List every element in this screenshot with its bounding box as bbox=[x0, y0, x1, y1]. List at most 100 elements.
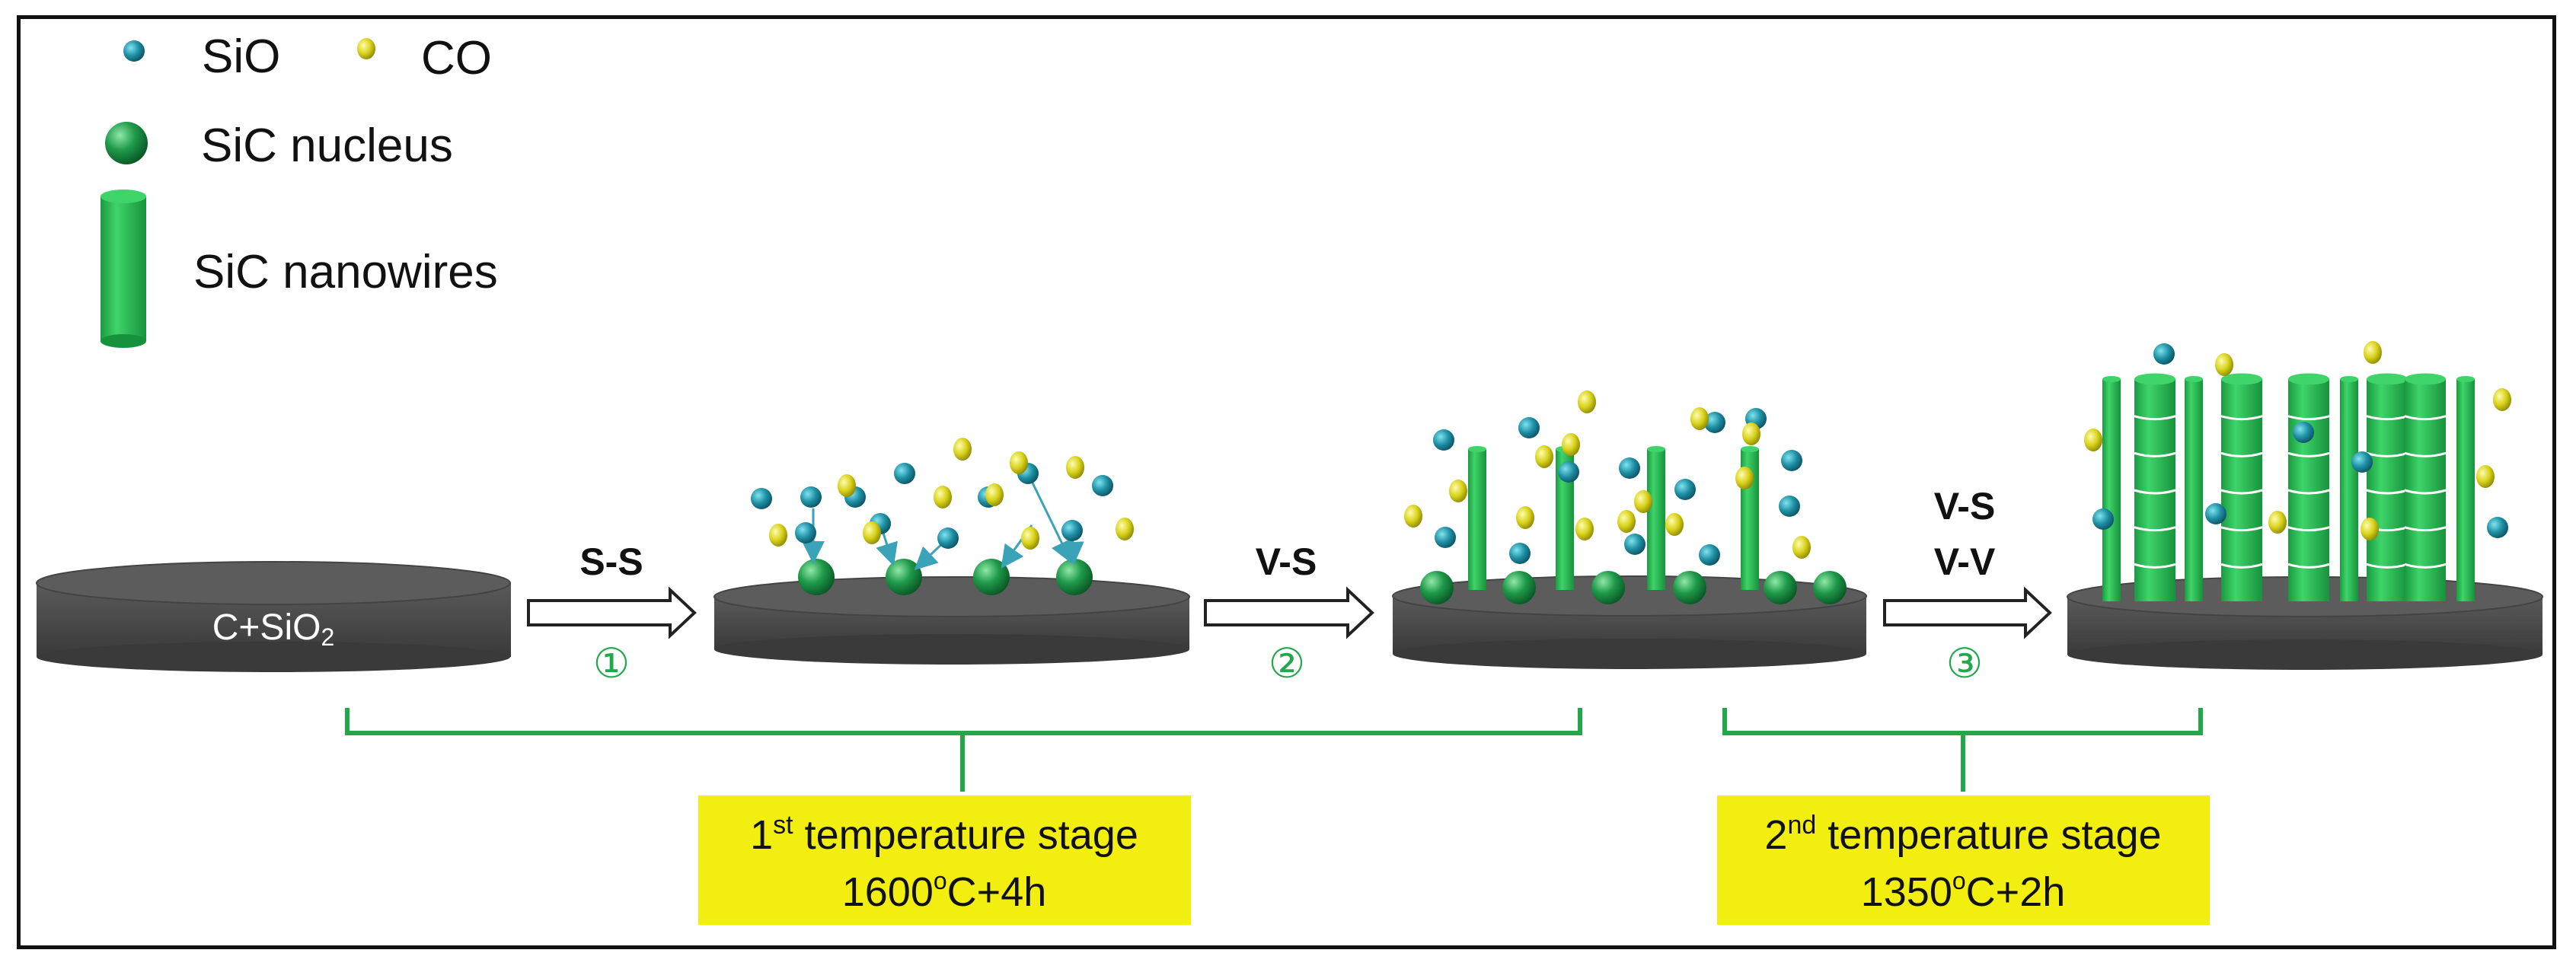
sio-molecule bbox=[800, 486, 822, 508]
co-molecule bbox=[1449, 480, 1467, 502]
co-molecule bbox=[2361, 518, 2379, 540]
sic-nanowire bbox=[2366, 373, 2408, 601]
sio-molecule bbox=[2205, 503, 2226, 524]
step-2-mechanism: V-S bbox=[1256, 540, 1317, 583]
sio-molecule bbox=[1624, 534, 1646, 555]
sic-nanowire bbox=[2220, 373, 2263, 601]
co-molecule bbox=[2493, 388, 2511, 411]
sic-nucleus bbox=[798, 559, 835, 595]
sio-molecule bbox=[1674, 479, 1696, 500]
co-molecule bbox=[2476, 465, 2495, 488]
substrate-disc-1: C+SiO2 bbox=[36, 561, 511, 672]
sio-molecule bbox=[1699, 544, 1720, 566]
sio-molecule bbox=[2487, 517, 2508, 538]
step-2-arrow bbox=[1204, 586, 1374, 639]
sio-molecule bbox=[751, 488, 772, 509]
sic-nucleus bbox=[1813, 571, 1847, 604]
co-molecule bbox=[1792, 536, 1811, 559]
co-legend-icon bbox=[357, 38, 375, 59]
sio-molecule bbox=[2351, 451, 2373, 473]
step-3-arrow bbox=[1883, 586, 2052, 639]
co-molecule bbox=[769, 524, 787, 547]
stage-2-bracket bbox=[1722, 708, 2203, 792]
legend-nanowires-label: SiC nanowires bbox=[193, 246, 498, 298]
sio-molecule bbox=[894, 463, 915, 484]
co-molecule bbox=[863, 521, 881, 544]
substrate-label: C+SiO2 bbox=[212, 607, 335, 651]
step-1: S-S ① bbox=[527, 540, 697, 687]
sic-nucleus bbox=[973, 559, 1010, 595]
sio-molecule bbox=[1558, 461, 1579, 483]
co-molecule bbox=[1665, 513, 1684, 536]
step-2-number: ② bbox=[1269, 639, 1305, 687]
co-molecule bbox=[1010, 451, 1028, 474]
sic-nanowire bbox=[2404, 373, 2447, 601]
sic-nucleus bbox=[1056, 559, 1093, 595]
step-1-mechanism: S-S bbox=[579, 540, 643, 583]
substrate-disc-2 bbox=[713, 576, 1190, 665]
co-molecule bbox=[2215, 353, 2233, 376]
figure-frame bbox=[17, 15, 2556, 949]
sic-nanowire bbox=[1468, 446, 1486, 590]
co-molecule bbox=[1404, 505, 1422, 528]
step-3-mechanism: V-S bbox=[1934, 485, 1996, 528]
sio-molecule bbox=[2092, 508, 2114, 530]
co-molecule bbox=[1116, 518, 1134, 540]
stage-1-bracket bbox=[345, 708, 1582, 792]
sio-molecule bbox=[1619, 457, 1640, 479]
sic-nucleus bbox=[1764, 571, 1797, 604]
co-molecule bbox=[1516, 506, 1534, 529]
sic-nanowire bbox=[2134, 373, 2176, 601]
stage-2-conditions: 1350oC+2h bbox=[1861, 867, 2066, 915]
sic-nucleus bbox=[1591, 571, 1625, 604]
sic-nanowire bbox=[2287, 373, 2330, 601]
sic-nanowire bbox=[1647, 446, 1665, 590]
co-molecule bbox=[1535, 445, 1553, 468]
co-molecule bbox=[1575, 518, 1594, 540]
sio-molecule bbox=[2293, 422, 2314, 443]
co-molecule bbox=[1562, 433, 1580, 456]
legend-sio-label: SiO bbox=[202, 30, 280, 83]
sio-molecule bbox=[1435, 527, 1456, 548]
sic-nucleus bbox=[886, 559, 922, 595]
nanowire-legend-icon bbox=[101, 190, 146, 348]
co-molecule bbox=[1578, 390, 1596, 413]
sic-nanowire bbox=[2185, 376, 2203, 601]
nucleus-legend-icon bbox=[105, 122, 148, 164]
sio-molecule bbox=[1704, 412, 1725, 433]
sio-legend-icon bbox=[123, 40, 145, 62]
legend: SiO CO SiC nucleus SiC nanowires bbox=[101, 30, 498, 348]
step-3-mechanism-2: V-V bbox=[1934, 540, 1996, 583]
co-molecule bbox=[838, 474, 856, 497]
step-3: V-S V-V ③ bbox=[1883, 485, 2052, 687]
co-molecule bbox=[2084, 429, 2102, 451]
co-molecule bbox=[985, 483, 1004, 506]
sio-molecule bbox=[1092, 475, 1113, 496]
co-molecule bbox=[1066, 456, 1084, 479]
legend-co-label: CO bbox=[421, 32, 492, 84]
step-2: V-S ② bbox=[1204, 540, 1374, 687]
co-molecule bbox=[2268, 511, 2287, 534]
sio-molecule bbox=[1781, 450, 1802, 471]
stage-1-box: 1st temperature stage 1600oC+4h bbox=[698, 795, 1191, 925]
substrate-label-subscript: 2 bbox=[321, 623, 334, 651]
co-molecule bbox=[1690, 407, 1709, 430]
sic-nucleus bbox=[1673, 571, 1706, 604]
step-1-arrow bbox=[527, 586, 697, 639]
sio-molecule bbox=[1061, 520, 1083, 541]
co-molecule bbox=[1742, 422, 1760, 445]
co-molecule bbox=[1021, 527, 1039, 550]
stage-1-title: 1st temperature stage bbox=[750, 811, 1138, 858]
step-3-number: ③ bbox=[1946, 639, 1983, 687]
nucleus-layer bbox=[798, 559, 1847, 604]
sic-nanowire bbox=[2456, 376, 2475, 601]
sio-molecule bbox=[795, 522, 816, 543]
stage-2-box: 2nd temperature stage 1350oC+2h bbox=[1717, 795, 2210, 925]
sio-molecule bbox=[1779, 496, 1800, 517]
co-molecule bbox=[934, 486, 952, 508]
co-molecule bbox=[1634, 490, 1652, 513]
legend-nucleus-label: SiC nucleus bbox=[201, 120, 453, 172]
sio-molecule bbox=[1433, 429, 1454, 451]
step-1-number: ① bbox=[593, 639, 630, 687]
